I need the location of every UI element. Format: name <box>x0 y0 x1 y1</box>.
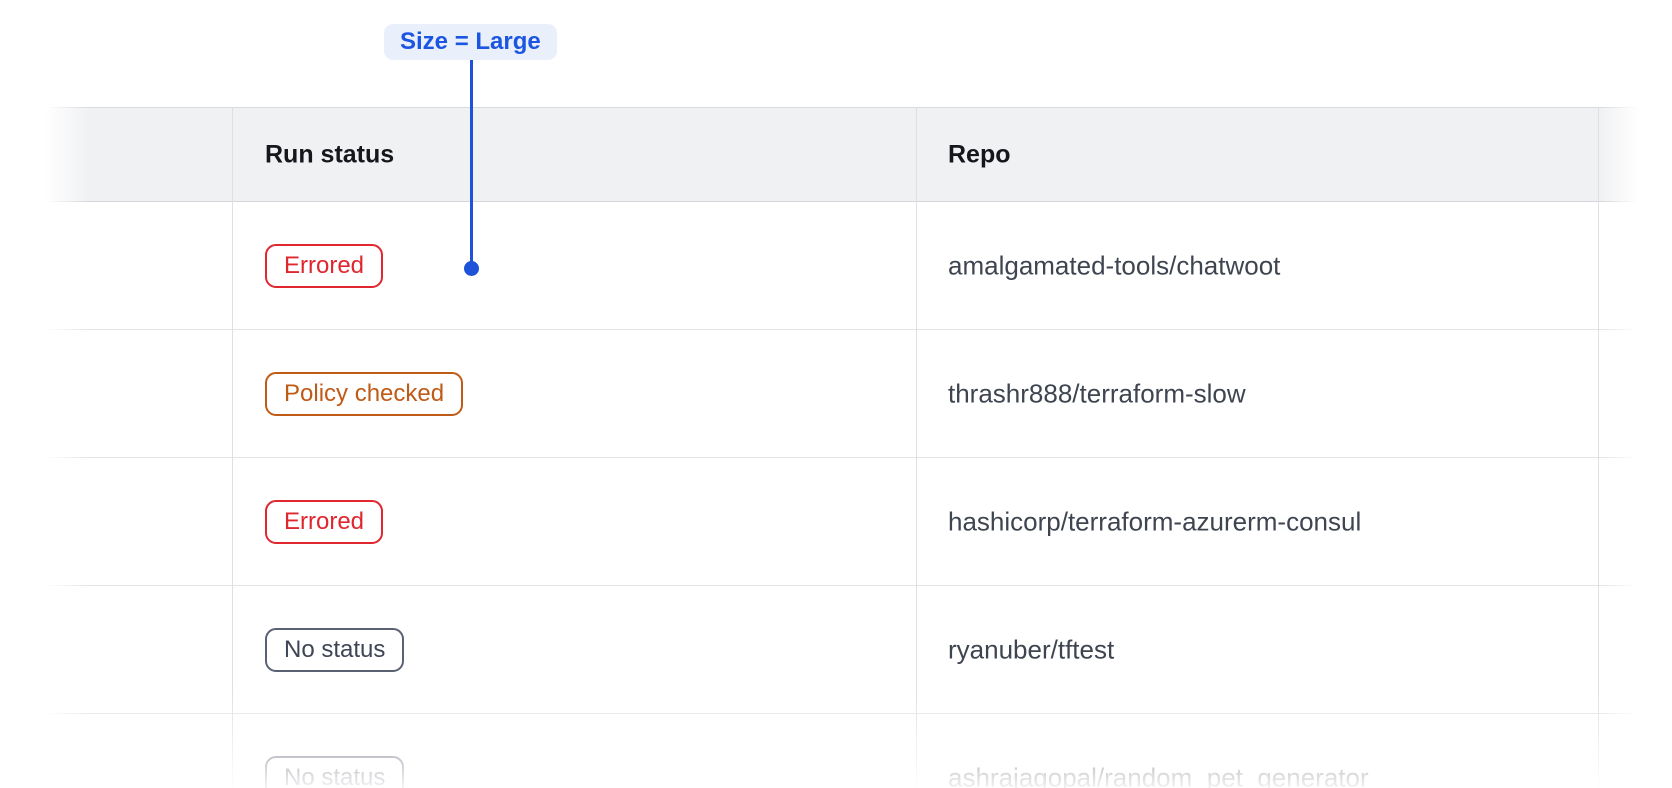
column-header-repo: Repo <box>948 140 1011 168</box>
table-row[interactable]: No status ryanuber/tftest <box>0 586 1672 714</box>
table-row[interactable]: Errored amalgamated-tools/chatwoot <box>0 202 1672 330</box>
column-divider <box>232 107 233 788</box>
annotation-pointer-dot <box>464 261 479 276</box>
size-annotation-label: Size = Large <box>384 24 557 60</box>
run-status-badge: Errored <box>265 243 384 288</box>
run-status-cell: No status <box>265 755 405 788</box>
column-divider <box>1598 107 1599 788</box>
table-body: Errored amalgamated-tools/chatwoot Polic… <box>0 202 1672 788</box>
table-row[interactable]: Policy checked thrashr888/terraform-slow <box>0 330 1672 458</box>
run-status-badge: Errored <box>265 499 384 544</box>
run-status-badge: No status <box>265 627 405 672</box>
annotation-pointer-line <box>470 60 473 268</box>
run-status-badge: No status <box>265 755 405 788</box>
repo-cell: hashicorp/terraform-azurerm-consul <box>948 506 1362 536</box>
run-status-cell: Policy checked <box>265 371 464 416</box>
repo-cell: thrashr888/terraform-slow <box>948 378 1246 408</box>
repo-cell: ashrajagopal/random_pet_generator <box>948 762 1369 788</box>
column-divider <box>916 107 917 788</box>
run-status-cell: Errored <box>265 499 384 544</box>
run-status-cell: No status <box>265 627 405 672</box>
repo-cell: ryanuber/tftest <box>948 634 1115 664</box>
repo-cell: amalgamated-tools/chatwoot <box>948 250 1281 280</box>
table-row[interactable]: No status ashrajagopal/random_pet_genera… <box>0 714 1672 788</box>
run-status-cell: Errored <box>265 243 384 288</box>
table-header-row: Run status Repo <box>0 107 1672 202</box>
column-header-run-status: Run status <box>265 140 395 168</box>
table-row[interactable]: Errored hashicorp/terraform-azurerm-cons… <box>0 458 1672 586</box>
run-status-badge: Policy checked <box>265 371 464 416</box>
